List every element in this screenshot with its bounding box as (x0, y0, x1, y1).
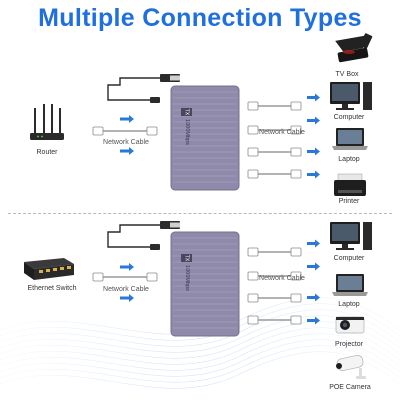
top-output-cable-3 (247, 147, 302, 157)
bottom-output-arrow-4 (307, 316, 320, 325)
bottom-output-cable-2 (247, 271, 302, 281)
section-divider (8, 213, 392, 214)
top-extender-device: TX 1000Mbps (170, 85, 240, 191)
top-input-arrow-1 (120, 115, 134, 123)
bottom-device-badge: TX (184, 255, 190, 262)
top-output-cable-4 (247, 169, 302, 179)
bottom-device-text: 1000Mbps (184, 265, 190, 291)
bottom-destination-4: POE Camera (329, 384, 371, 391)
top-output-arrow-2 (307, 116, 320, 125)
bottom-output-cable-label: Network Cable (259, 275, 305, 282)
top-output-arrow-3 (307, 147, 320, 156)
bottom-destination-3: Projector (334, 341, 364, 348)
top-output-cable-label: Network Cable (259, 129, 305, 136)
bottom-input-cable-label: Network Cable (103, 286, 149, 293)
bottom-source-label: Ethernet Switch (27, 285, 77, 292)
bottom-usb-cable (107, 221, 180, 250)
top-usb-cable (107, 74, 180, 103)
bottom-output-arrow-3 (307, 293, 320, 302)
top-source-label: Router (36, 149, 58, 156)
bottom-destination-1: Computer (333, 255, 365, 262)
ethernet-switch-icon (24, 258, 74, 280)
router-icon (30, 104, 64, 140)
top-destination-2: Computer (333, 114, 365, 121)
computer-icon (330, 222, 372, 250)
bottom-output-cable-3 (247, 293, 302, 303)
bottom-extender-device: TX 1000Mbps (170, 231, 240, 337)
tv-box-icon (335, 33, 373, 63)
top-input-cable (92, 126, 158, 136)
top-destination-3: Laptop (338, 156, 360, 163)
top-destination-4: Printer (338, 198, 360, 205)
bottom-output-arrow-1 (307, 239, 320, 248)
top-device-badge: TX (184, 109, 190, 116)
computer-icon (330, 82, 372, 110)
top-device-text: 1000Mbps (184, 119, 190, 145)
bottom-destination-2: Laptop (338, 301, 360, 308)
bottom-output-cable-4 (247, 315, 302, 325)
page-title: Multiple Connection Types (0, 4, 400, 33)
bottom-input-cable (92, 272, 158, 282)
poe-camera-icon (336, 355, 366, 379)
top-output-arrow-4 (307, 170, 320, 179)
bottom-input-arrow-1 (120, 263, 134, 271)
top-output-cable-1 (247, 101, 302, 111)
top-destination-1: TV Box (335, 71, 359, 78)
projector-icon (335, 316, 365, 334)
bottom-input-arrow-2 (120, 294, 134, 302)
top-output-arrow-1 (307, 93, 320, 102)
laptop-icon (332, 274, 368, 296)
top-output-cable-2 (247, 125, 302, 135)
laptop-icon (332, 128, 368, 150)
bottom-output-arrow-2 (307, 262, 320, 271)
printer-icon (334, 173, 366, 196)
bottom-output-cable-1 (247, 247, 302, 257)
top-input-cable-label: Network Cable (103, 139, 149, 146)
top-input-arrow-2 (120, 147, 134, 155)
page-title-text: Multiple Connection Types (38, 4, 362, 32)
